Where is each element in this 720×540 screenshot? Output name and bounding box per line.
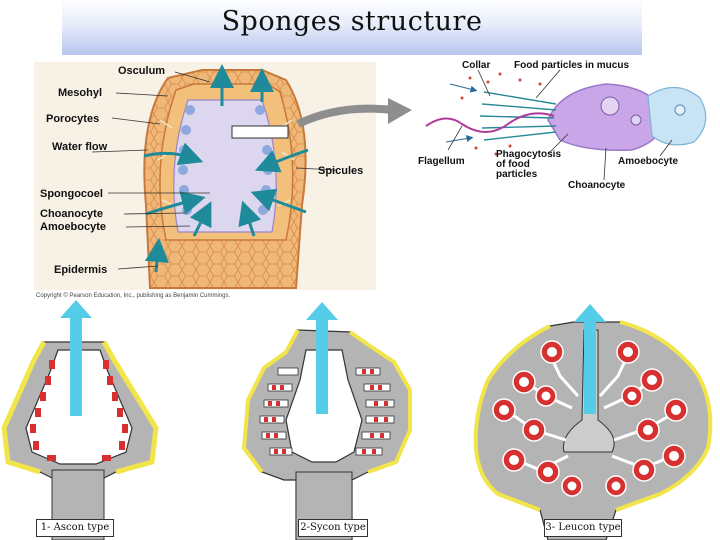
choanocyte-cell-body bbox=[547, 83, 665, 152]
ascon-diagram bbox=[1, 300, 159, 540]
label-spongocoel: Spongocoel bbox=[40, 188, 103, 200]
caption-ascon: 1- Ascon type bbox=[36, 519, 114, 537]
ascon-flow-arrowhead bbox=[60, 300, 92, 318]
sycon-choanocytes bbox=[264, 369, 388, 454]
label-porocytes: Porocytes bbox=[46, 113, 99, 125]
water-flow-arrows bbox=[143, 64, 309, 273]
leucon-diagram bbox=[473, 304, 713, 540]
label-amoebocyte-detail: Amoebocyte bbox=[618, 156, 678, 167]
ascon-epidermis-left bbox=[1, 340, 47, 475]
label-osculum: Osculum bbox=[118, 65, 165, 77]
label-choanocyte: Choanocyte bbox=[40, 208, 103, 220]
title-bar: Sponges structure bbox=[62, 0, 642, 55]
label-mesohyl: Mesohyl bbox=[58, 87, 102, 99]
sycon-diagram bbox=[241, 302, 412, 540]
leucon-epidermis-left bbox=[473, 324, 551, 512]
leucon-flow-arrowhead bbox=[574, 304, 606, 322]
label-collar: Collar bbox=[462, 60, 490, 71]
sponge-cutaway-diagram: Osculum Mesohyl Porocytes Water flow Spi… bbox=[34, 62, 412, 299]
flagellum bbox=[425, 112, 555, 133]
label-phagocytosis: Phagocytosis of food particles bbox=[496, 150, 562, 180]
detail-callout-lines bbox=[447, 69, 673, 181]
leucon-epidermis-right bbox=[615, 320, 713, 512]
page-title: Sponges structure bbox=[221, 6, 483, 37]
label-choanocyte-detail: Choanocyte bbox=[568, 180, 626, 191]
sycon-flow-arrow-shaft bbox=[316, 318, 328, 414]
cell-nucleus bbox=[600, 96, 620, 116]
amoebocyte-nucleus bbox=[674, 104, 686, 116]
leucon-chamber-lumens bbox=[499, 347, 681, 491]
ascon-choanocytes bbox=[30, 360, 128, 461]
label-food-particles: Food particles in mucus bbox=[514, 60, 629, 71]
collar-microvilli bbox=[479, 91, 557, 141]
label-flagellum: Flagellum bbox=[418, 156, 465, 167]
label-water-flow: Water flow bbox=[52, 141, 108, 153]
leucon-flow-arrow-shaft bbox=[584, 320, 596, 414]
label-epidermis: Epidermis bbox=[54, 264, 107, 276]
zoom-box bbox=[231, 125, 289, 139]
caption-sycon: 2-Sycon type bbox=[298, 519, 368, 537]
amoebocyte-cell bbox=[647, 86, 707, 146]
magnify-connector bbox=[296, 104, 393, 128]
choanocyte-detail: Collar Food particles in mucus Flagellum… bbox=[418, 60, 707, 191]
label-phagocytosis-box: Phagocytosis of food particles bbox=[496, 150, 562, 180]
ascon-epidermis-right bbox=[101, 340, 159, 475]
food-particles bbox=[460, 72, 542, 156]
caption-leucon: 3- Leucon type bbox=[544, 519, 622, 537]
sycon-epidermis-left bbox=[241, 329, 300, 474]
particle-flow-arrows bbox=[445, 83, 478, 143]
callout-lines bbox=[91, 71, 337, 270]
label-spicules: Spicules bbox=[318, 165, 363, 177]
label-amoebocyte: Amoebocyte bbox=[40, 221, 106, 233]
magnify-arrowhead bbox=[388, 98, 412, 124]
sycon-flow-arrowhead bbox=[306, 302, 338, 320]
label-water-flow-text: Water flow bbox=[52, 141, 108, 153]
food-vacuole bbox=[630, 114, 642, 126]
ascon-flow-arrow-shaft bbox=[70, 316, 82, 416]
sycon-epidermis-right bbox=[348, 330, 412, 474]
copyright-line: Copyright © Pearson Education, Inc., pub… bbox=[36, 292, 231, 299]
